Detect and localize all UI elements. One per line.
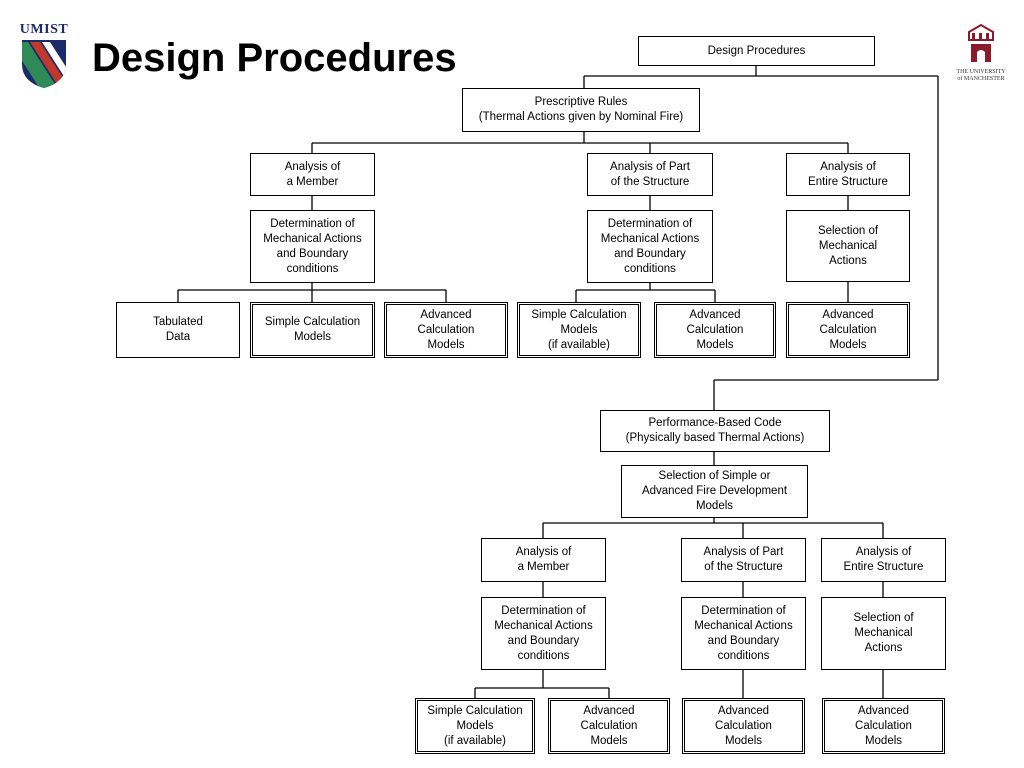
manchester-crest-icon: [968, 23, 994, 62]
node-prescriptive-member-advanced-models: Advanced Calculation Models: [384, 302, 508, 358]
node-performance-analysis-part: Analysis of Part of the Structure: [681, 538, 806, 582]
node-prescriptive-member-determination: Determination of Mechanical Actions and …: [250, 210, 375, 283]
umist-shield-icon: [22, 40, 66, 88]
node-prescriptive-entire-selection: Selection of Mechanical Actions: [786, 210, 910, 282]
umist-logo: UMIST: [14, 22, 74, 92]
node-prescriptive-analysis-part: Analysis of Part of the Structure: [587, 153, 713, 196]
node-performance-entire-advanced-models: Advanced Calculation Models: [822, 698, 945, 754]
node-performance-member-simple-models: Simple Calculation Models (if available): [415, 698, 535, 754]
node-prescriptive-member-simple-models: Simple Calculation Models: [250, 302, 375, 358]
manchester-logo: THE UNIVERSITY of MANCHESTER: [950, 22, 1012, 92]
node-performance-member-advanced-models: Advanced Calculation Models: [548, 698, 670, 754]
node-prescriptive-tabulated-data: Tabulated Data: [116, 302, 240, 358]
node-performance-based-code: Performance-Based Code (Physically based…: [600, 410, 830, 452]
node-performance-analysis-entire: Analysis of Entire Structure: [821, 538, 946, 582]
node-prescriptive-part-simple-models: Simple Calculation Models (if available): [517, 302, 641, 358]
umist-logo-text: UMIST: [19, 22, 69, 37]
node-performance-part-advanced-models: Advanced Calculation Models: [682, 698, 805, 754]
page-title: Design Procedures: [92, 36, 457, 80]
node-design-procedures: Design Procedures: [638, 36, 875, 66]
node-prescriptive-entire-advanced-models: Advanced Calculation Models: [786, 302, 910, 358]
node-prescriptive-rules: Prescriptive Rules (Thermal Actions give…: [462, 88, 700, 132]
node-performance-part-determination: Determination of Mechanical Actions and …: [681, 597, 806, 670]
node-performance-member-determination: Determination of Mechanical Actions and …: [481, 597, 606, 670]
node-prescriptive-part-determination: Determination of Mechanical Actions and …: [587, 210, 713, 283]
node-fire-development-models: Selection of Simple or Advanced Fire Dev…: [621, 465, 808, 518]
manchester-logo-text: THE UNIVERSITY of MANCHESTER: [956, 69, 1006, 82]
node-prescriptive-analysis-member: Analysis of a Member: [250, 153, 375, 196]
node-prescriptive-analysis-entire: Analysis of Entire Structure: [786, 153, 910, 196]
node-prescriptive-part-advanced-models: Advanced Calculation Models: [654, 302, 776, 358]
node-performance-analysis-member: Analysis of a Member: [481, 538, 606, 582]
node-performance-entire-selection: Selection of Mechanical Actions: [821, 597, 946, 670]
